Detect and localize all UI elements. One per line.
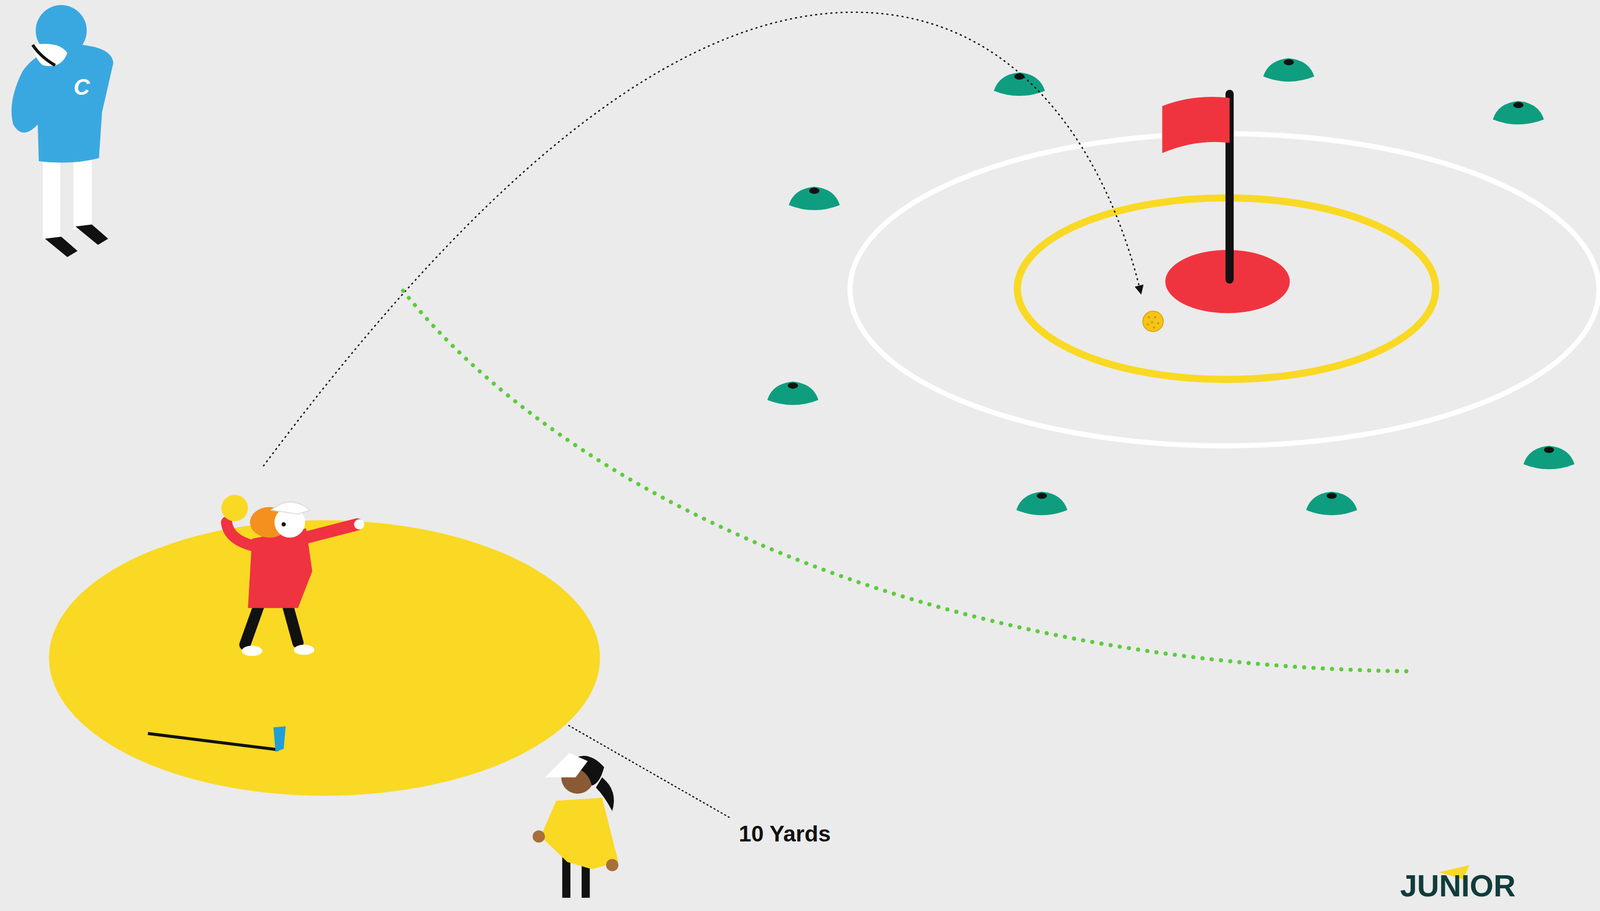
watcher-figure bbox=[532, 752, 619, 898]
cone bbox=[1016, 491, 1068, 516]
dimension-label: 10 Yards bbox=[738, 821, 831, 847]
logo-wordmark: JUNIOR bbox=[1399, 869, 1516, 904]
distance-arc bbox=[403, 290, 1408, 672]
cone bbox=[1523, 445, 1575, 470]
cone bbox=[1492, 100, 1544, 125]
golf-club-head bbox=[273, 726, 286, 753]
cone bbox=[767, 381, 819, 406]
thrower-figure bbox=[221, 494, 364, 657]
throw-trajectory bbox=[263, 12, 1141, 467]
throwing-zone bbox=[48, 520, 600, 797]
golf-club-shaft bbox=[148, 733, 279, 750]
landed-ball bbox=[1142, 311, 1164, 332]
cone bbox=[788, 186, 840, 211]
flag bbox=[1162, 96, 1230, 153]
ball-dimples bbox=[1146, 315, 1160, 329]
cones bbox=[767, 57, 1575, 516]
coach-figure bbox=[11, 5, 114, 258]
cone bbox=[993, 72, 1045, 97]
cone bbox=[1306, 491, 1358, 516]
shirt-letter: C bbox=[73, 74, 90, 100]
cone bbox=[1263, 57, 1315, 82]
outer-target-ring bbox=[850, 133, 1599, 446]
